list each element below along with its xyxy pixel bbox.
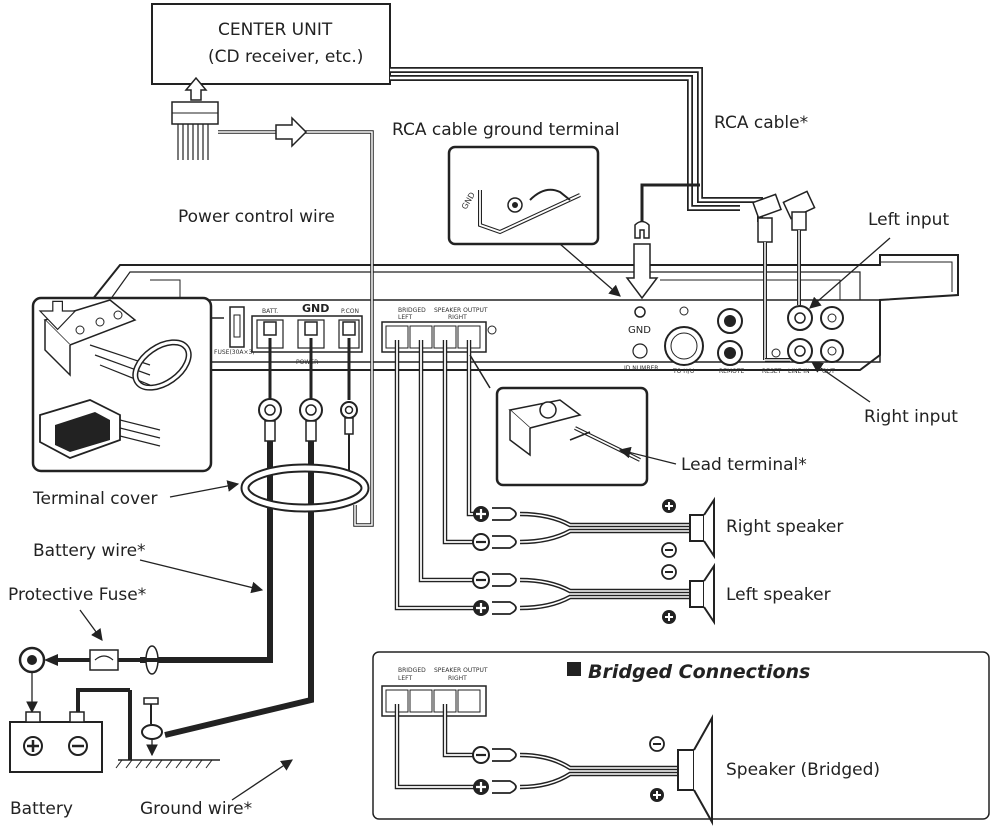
battery-label: Battery bbox=[10, 799, 73, 819]
fuse-slot: FUSE(30A×3) bbox=[214, 306, 255, 356]
rca-ground-terminal-label: RCA cable ground terminal bbox=[392, 120, 620, 140]
power-control-wire-label: Power control wire bbox=[178, 207, 335, 227]
bridged-connections-box: Bridged Connections BRIDGED SPEAKER OUTP… bbox=[372, 651, 990, 826]
chassis-ground: Ground wire* bbox=[115, 690, 293, 819]
ground-wire-label: Ground wire* bbox=[140, 799, 252, 819]
terminal-cover-ring: Terminal cover bbox=[32, 463, 370, 513]
left-speaker: Left speaker bbox=[472, 562, 831, 626]
panel-speaker-output-label: SPEAKER OUTPUT bbox=[434, 307, 488, 314]
power-control-wire: Power control wire bbox=[178, 116, 374, 527]
power-label: POWER bbox=[296, 359, 318, 366]
rca-jacks: RESET LINE IN OUT bbox=[762, 305, 844, 375]
center-unit-title: CENTER UNIT bbox=[218, 20, 333, 40]
out-label: OUT bbox=[822, 368, 835, 375]
to-hu-connector: TO H/U bbox=[664, 306, 704, 375]
rca-cable: RCA cable* bbox=[390, 67, 816, 362]
protective-fuse-label: Protective Fuse* bbox=[8, 585, 146, 605]
reset-label: RESET bbox=[762, 368, 782, 375]
panel-gnd-label: GND bbox=[628, 325, 651, 336]
protective-fuse: Protective Fuse* bbox=[8, 585, 160, 714]
box-speaker-output-label: SPEAKER OUTPUT bbox=[434, 667, 488, 674]
rca-cable-label: RCA cable* bbox=[714, 113, 808, 133]
panel-left-label: LEFT bbox=[398, 314, 412, 321]
remote-label: REMOTE bbox=[719, 368, 745, 375]
id-number-label: ID NUMBER bbox=[624, 365, 658, 372]
right-speaker-label: Right speaker bbox=[726, 517, 843, 537]
terminal-cover-inset bbox=[31, 296, 224, 473]
box-left-label: LEFT bbox=[398, 675, 412, 682]
bridged-title: Bridged Connections bbox=[588, 661, 810, 683]
remote-connectors: REMOTE bbox=[717, 308, 745, 375]
batt-label: BATT. bbox=[262, 308, 278, 315]
rca-ground-lead bbox=[625, 183, 700, 300]
power-leads bbox=[140, 321, 358, 738]
line-in-label: LINE IN bbox=[788, 368, 810, 375]
section-square-icon bbox=[567, 662, 581, 676]
box-bridged-label: BRIDGED bbox=[398, 667, 426, 674]
battery-wire-callout: Battery wire* bbox=[33, 541, 264, 594]
left-speaker-label: Left speaker bbox=[726, 585, 831, 605]
center-unit-connector bbox=[171, 76, 219, 160]
to-hu-label: TO H/U bbox=[672, 368, 694, 375]
fuse-label: FUSE(30A×3) bbox=[214, 349, 255, 356]
panel-bridged-label: BRIDGED bbox=[398, 307, 426, 314]
lead-terminal-label: Lead terminal* bbox=[681, 455, 807, 475]
panel-gnd-screw: GND ID NUMBER bbox=[624, 306, 658, 372]
left-input-label: Left input bbox=[868, 210, 949, 230]
lead-terminal-inset: Lead terminal* bbox=[469, 354, 807, 487]
right-input-label: Right input bbox=[864, 407, 958, 427]
gnd-panel-label: GND bbox=[302, 302, 329, 315]
center-unit: CENTER UNIT (CD receiver, etc.) bbox=[151, 3, 391, 85]
speaker-bridged-label: Speaker (Bridged) bbox=[726, 760, 880, 780]
panel-right-label: RIGHT bbox=[448, 314, 467, 321]
battery-wire-label: Battery wire* bbox=[33, 541, 146, 561]
battery: Battery bbox=[9, 688, 130, 819]
box-right-label: RIGHT bbox=[448, 675, 467, 682]
speaker-leads bbox=[394, 340, 475, 611]
terminal-cover-label: Terminal cover bbox=[32, 489, 158, 509]
pcon-label: P.CON bbox=[341, 308, 359, 315]
input-labels: Left input Right input bbox=[809, 210, 958, 427]
right-speaker: Right speaker bbox=[472, 496, 843, 560]
center-unit-subtitle: (CD receiver, etc.) bbox=[208, 47, 363, 67]
rca-ground-inset: RCA cable ground terminal GND bbox=[392, 120, 621, 297]
